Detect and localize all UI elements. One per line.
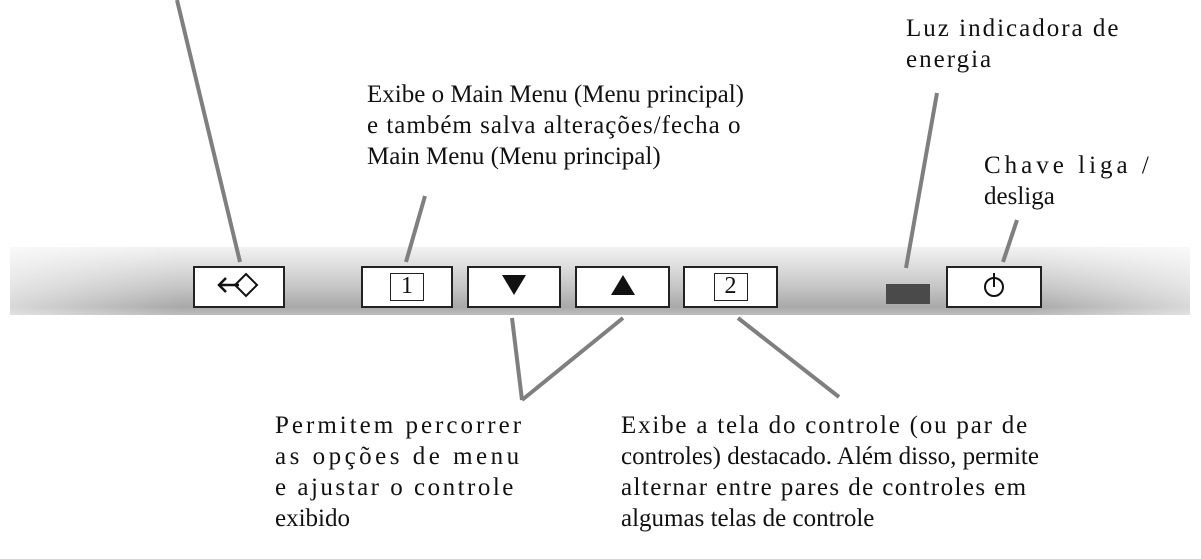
caption-line: alternar entre pares de controles em [621,474,1028,501]
power-switch-caption: Chave liga / desliga [984,150,1190,212]
caption-line: Permitem percorrer [275,412,525,439]
scroll-up-button[interactable] [575,266,670,308]
caption-line: energia [906,46,994,73]
button-1-label: 1 [390,273,424,301]
caption-line: controles) destacado. Além disso, permit… [621,443,1039,470]
caption-line: Exibe a tela do controle (ou par de [621,412,1029,439]
main-menu-caption: Exibe o Main Menu (Menu principal) e tam… [367,79,867,172]
caption-line: Luz indicadora de [906,15,1121,42]
caption-line: algumas telas de controle [621,505,875,532]
leader-line-up [520,316,625,402]
caption-line: exibido [275,505,350,532]
caption-line: as opções de menu [275,443,523,470]
caption-line: e também salva alterações/fecha o [367,112,742,139]
power-indicator-light [886,284,930,304]
caption-line: e ajustar o controle [275,474,516,501]
power-icon [981,271,1007,304]
down-triangle-icon [500,273,528,302]
caption-line: Main Menu (Menu principal) [367,143,661,170]
panel-highlight-left [10,247,180,315]
caption-line: Exibe o Main Menu (Menu principal) [367,81,744,108]
display-control-button[interactable]: 2 [683,266,778,308]
scroll-caption: Permitem percorrer as opções de menu e a… [275,410,605,534]
caption-line: desliga [984,183,1055,210]
input-arrow-diamond-icon [215,271,263,304]
up-triangle-icon [609,273,637,302]
leader-line-power-light [904,92,939,269]
leader-line-power-switch [1001,219,1019,263]
button-2-label: 2 [713,273,748,301]
display-control-caption: Exibe a tela do controle (ou par de cont… [621,410,1189,534]
input-select-button[interactable] [193,266,285,308]
power-light-caption: Luz indicadora de energia [906,13,1190,75]
caption-line: Chave liga / [984,152,1153,179]
scroll-down-button[interactable] [467,266,561,308]
leader-line-main-menu [404,195,427,263]
main-menu-button[interactable]: 1 [361,266,453,308]
power-button[interactable] [946,266,1042,308]
leader-line-down [510,317,524,401]
panel-highlight-right [1030,247,1190,315]
leader-line-display [736,316,841,399]
leader-line-input [175,0,242,263]
